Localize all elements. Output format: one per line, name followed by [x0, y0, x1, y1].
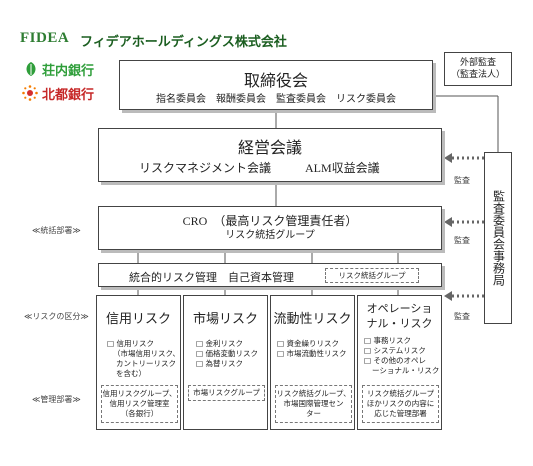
risk-item: □ 為替リスク [196, 359, 243, 368]
audit-office-box: 監査委員会事務局 [484, 152, 512, 324]
fidea-mark: FIDEA [20, 30, 70, 46]
dept-line: 信用リスクグループ、 [102, 389, 177, 398]
risk-column-credit: 信用リスク □ 信用リスク （市場信用リスク、 カントリーリスク を含む） 信用… [96, 295, 181, 430]
dept-line: （各銀行） [120, 409, 159, 418]
hokuto-logo: 北都銀行 [22, 84, 112, 103]
board-of-directors-box: 取締役会 指名委員会 報酬委員会 監査委員会 リスク委員会 [119, 60, 433, 110]
dept-line: 応じた管理部署 [374, 409, 427, 418]
integrated-risk-label: 統合的リスク管理 自己資本管理 [129, 272, 294, 284]
risk-column-liquidity: 流動性リスク □ 資金繰りリスク □ 市場流動性リスク リスク統括グループ、 市… [270, 295, 355, 430]
risk-item: ーショナル・リスク [372, 366, 440, 375]
integrated-risk-box: 統合的リスク管理 自己資本管理 リスク統括グループ [98, 263, 442, 287]
audit-label-3: 監査 [454, 312, 470, 321]
board-title: 取締役会 [243, 73, 308, 90]
risk-item: □ その他のオペレ [364, 356, 426, 365]
risk-item: □ 市場流動性リスク [277, 349, 347, 358]
dept-line: ター [306, 409, 321, 418]
dept-line: ほかリスクの内容に [366, 399, 435, 408]
board-committees: 指名委員会 報酬委員会 監査委員会 リスク委員会 [156, 94, 396, 105]
shonai-leaf-icon [26, 62, 36, 76]
hokuto-sun-icon [22, 85, 38, 101]
risk-title-liquidity: 流動性リスク [273, 311, 352, 326]
management-council-box: 経営会議 リスクマネジメント会議 ALM収益会議 [98, 128, 442, 182]
shonai-bank-name: 荘内銀行 [42, 64, 95, 79]
risk-item: □ システムリスク [364, 346, 426, 355]
risk-items-liquidity: □ 資金繰りリスク □ 市場流動性リスク [277, 339, 346, 359]
side-label-mgmt: ≪管理部署≫ [32, 395, 81, 404]
risk-item: □ 資金繰りリスク [277, 339, 339, 348]
audit-label-2: 監査 [454, 236, 470, 245]
risk-item: を含む） [116, 369, 146, 378]
audit-label-1: 監査 [454, 176, 470, 185]
risk-management-meeting: リスクマネジメント会議 [139, 161, 272, 175]
hokuto-bank-name: 北都銀行 [42, 88, 95, 103]
risk-item: □ 事務リスク [364, 336, 411, 345]
risk-items-operational: □ 事務リスク □ システムリスク □ その他のオペレ ーショナル・リスク [364, 336, 439, 376]
risk-title-operational-2: ナル・リスク [366, 318, 433, 330]
risk-items-credit: □ 信用リスク （市場信用リスク、 カントリーリスク を含む） [107, 339, 180, 379]
mgmt-dept-operational: リスク統括グループ ほかリスクの内容に 応じた管理部署 [362, 385, 439, 423]
external-audit-line1: 外部監査 [459, 58, 496, 68]
risk-items-market: □ 金利リスク □ 価格変動リスク □ 為替リスク [196, 339, 258, 369]
external-audit-box: 外部監査 （監査法人） [444, 52, 512, 86]
cro-title: CRO （最高リスク管理責任者） [182, 214, 358, 228]
cro-group: リスク統括グループ [225, 230, 315, 241]
external-audit-line2: （監査法人） [450, 70, 505, 80]
fidea-logo: FIDEA [20, 30, 69, 47]
dept-line: リスク統括グループ [366, 389, 435, 398]
risk-item: □ 価格変動リスク [196, 349, 258, 358]
dept-line: 市場国際管理セン [283, 399, 344, 408]
audit-office-text: 監査委員会事務局 [491, 190, 506, 286]
dept-line: 信用リスク管理室 [109, 399, 170, 408]
management-title: 経営会議 [237, 140, 302, 157]
risk-item: カントリーリスク [116, 359, 176, 368]
dept-line: リスク統括グループ、 [276, 389, 351, 398]
risk-title-operational: オペレーショ [366, 303, 433, 315]
risk-column-operational: オペレーショ ナル・リスク □ 事務リスク □ システムリスク □ その他のオペ… [357, 295, 442, 430]
risk-item: □ 信用リスク [107, 339, 154, 348]
risk-item: □ 金利リスク [196, 339, 243, 348]
mgmt-dept-liquidity: リスク統括グループ、 市場国際管理セン ター [275, 385, 352, 423]
mgmt-dept-credit: 信用リスクグループ、 信用リスク管理室 （各銀行） [101, 385, 178, 423]
alm-meeting: ALM収益会議 [305, 161, 380, 175]
side-label-dept: ≪統括部署≫ [32, 226, 81, 235]
dept-line: 市場リスクグループ [193, 388, 260, 397]
risk-title-credit: 信用リスク [105, 311, 171, 326]
cro-box: CRO （最高リスク管理責任者） リスク統括グループ [98, 206, 442, 250]
side-label-category: ≪リスクの区分≫ [24, 312, 89, 321]
fidea-company-name: フィデアホールディングス株式会社 [80, 35, 287, 50]
risk-title-market: 市場リスク [192, 311, 258, 326]
risk-item: （市場信用リスク、 [113, 349, 180, 358]
risk-column-market: 市場リスク □ 金利リスク □ 価格変動リスク □ 為替リスク 市場リスクグルー… [183, 295, 268, 430]
integrated-risk-tag-text: リスク統括グループ [338, 271, 406, 280]
mgmt-dept-market: 市場リスクグループ [188, 385, 265, 401]
shonai-logo: 荘内銀行 [24, 60, 114, 79]
integrated-risk-tag: リスク統括グループ [325, 268, 419, 283]
